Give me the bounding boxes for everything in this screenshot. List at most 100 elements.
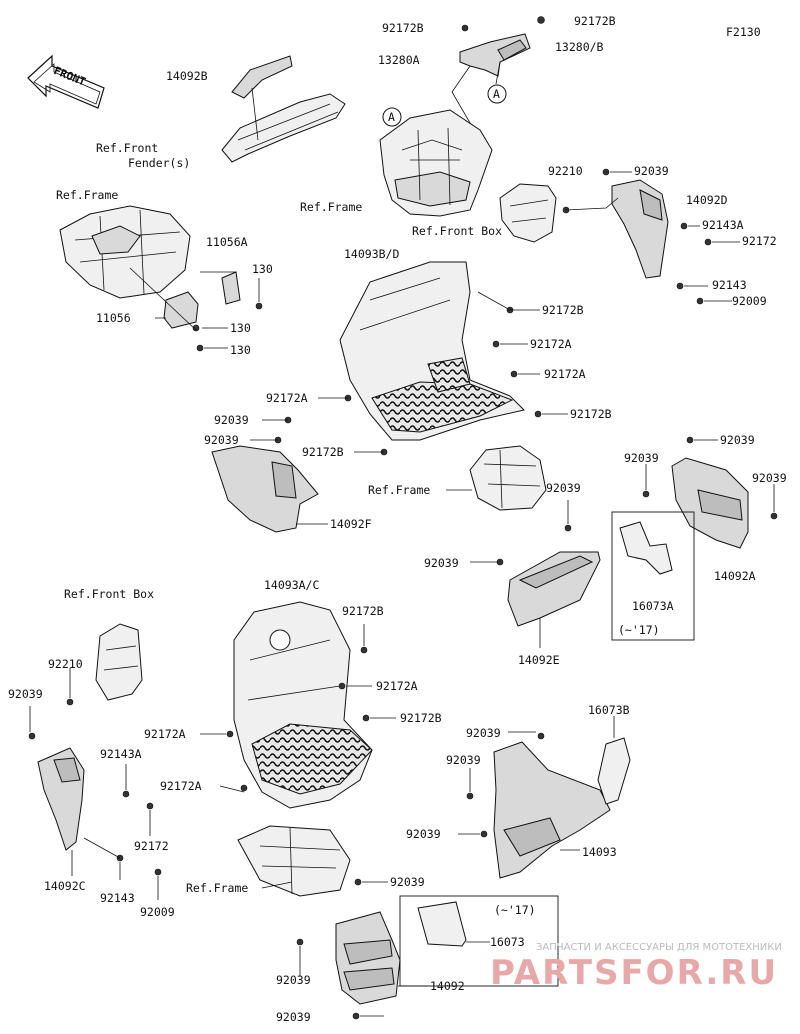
watermark-caption: ЗАПЧАСТИ И АКСЕССУАРЫ ДЛЯ МОТОТЕХНИКИ	[536, 942, 782, 953]
label-92172B-f: 92172B	[342, 604, 384, 618]
label-14092D: 14092D	[686, 193, 728, 207]
callout-a-top-letter: A	[493, 87, 500, 101]
label-ref-frame-left: Ref.Frame	[56, 188, 118, 202]
part-14093	[493, 741, 611, 879]
label-92172A-a: 92172A	[530, 337, 572, 351]
front-direction-badge: FRONT	[27, 54, 105, 109]
ref-front-box-left-drawing	[95, 623, 143, 701]
label-14092F: 14092F	[330, 517, 372, 531]
label-92172A-e: 92172A	[144, 727, 186, 741]
label-ref-front-box-left: Ref.Front Box	[64, 587, 154, 601]
variant-box-16073	[399, 895, 559, 987]
label-92143A-a: 92143A	[702, 218, 744, 232]
label-92210-a: 92210	[548, 164, 583, 178]
label-92172B-a: 92172B	[382, 21, 424, 35]
label-ref-front-fender: Ref.Front	[96, 141, 158, 155]
label-92039-h: 92039	[424, 556, 459, 570]
label-ref-front-fender-2: Fender(s)	[128, 156, 190, 170]
label-92039-g: 92039	[546, 481, 581, 495]
part-14093BD	[339, 261, 525, 441]
label-year-b: (~'17)	[494, 903, 536, 917]
label-92172A-d: 92172A	[376, 679, 418, 693]
label-92172B-c: 92172B	[542, 303, 584, 317]
label-16073B: 16073B	[588, 703, 630, 717]
label-16073A: 16073A	[632, 599, 674, 613]
label-92172B-e: 92172B	[302, 445, 344, 459]
label-130-b: 130	[230, 321, 251, 335]
label-92039-l: 92039	[406, 827, 441, 841]
label-92172B-g: 92172B	[400, 711, 442, 725]
label-130-c: 130	[230, 343, 251, 357]
label-92039-m: 92039	[390, 875, 425, 889]
label-92039-o: 92039	[276, 1010, 311, 1024]
label-14093A-C: 14093A/C	[264, 578, 319, 592]
label-92172-a: 92172	[742, 234, 777, 248]
callout-a-mid-letter: A	[388, 110, 395, 124]
label-92210-b: 92210	[48, 657, 83, 671]
callout-a-mid	[382, 107, 402, 127]
label-92172A-f: 92172A	[160, 779, 202, 793]
label-92039-f: 92039	[752, 471, 787, 485]
label-14092A: 14092A	[714, 569, 756, 583]
part-14092E	[507, 551, 601, 627]
ref-frame-top-drawing	[379, 109, 493, 217]
label-92172-b: 92172	[134, 839, 169, 853]
label-13280-B: 13280/B	[555, 40, 604, 54]
label-92009-b: 92009	[140, 905, 175, 919]
label-13280A: 13280A	[378, 53, 420, 67]
part-16073A	[619, 521, 673, 575]
label-14092: 14092	[430, 979, 465, 993]
part-14092	[335, 911, 401, 1005]
part-14092F	[211, 445, 319, 533]
label-92143-b: 92143	[100, 891, 135, 905]
label-92039-b: 92039	[214, 413, 249, 427]
ref-frame-bottom-drawing	[237, 825, 351, 897]
part-16073B	[597, 737, 631, 805]
label-14092B: 14092B	[166, 69, 208, 83]
label-92039-e: 92039	[624, 451, 659, 465]
watermark-brand: PARTSFOR.RU	[490, 953, 778, 993]
label-11056A: 11056A	[206, 235, 248, 249]
label-92039-j: 92039	[466, 726, 501, 740]
label-92143-a: 92143	[712, 278, 747, 292]
label-92039-a: 92039	[634, 164, 669, 178]
part-14093AC	[233, 601, 373, 809]
label-92009-a: 92009	[732, 294, 767, 308]
part-14092D	[611, 179, 669, 279]
label-130-a: 130	[252, 262, 273, 276]
part-13280-bracket	[459, 16, 545, 77]
part-16073	[417, 901, 467, 947]
part-11056A	[221, 271, 241, 305]
label-ref-front-box-right: Ref.Front Box	[412, 224, 502, 238]
label-14092E: 14092E	[518, 653, 560, 667]
label-92172B-b: 92172B	[574, 14, 616, 28]
label-16073: 16073	[490, 935, 525, 949]
label-92039-n: 92039	[276, 973, 311, 987]
label-ref-frame-top: Ref.Frame	[300, 200, 362, 214]
label-92172B-d: 92172B	[570, 407, 612, 421]
label-year-a: (~'17)	[618, 623, 660, 637]
part-14092A	[671, 457, 749, 549]
label-92143A-b: 92143A	[100, 747, 142, 761]
label-92039-i: 92039	[8, 687, 43, 701]
figure-code: F2130	[726, 25, 761, 39]
label-92172A-c: 92172A	[266, 391, 308, 405]
variant-box-16073A	[611, 511, 695, 641]
part-14092C	[37, 747, 85, 851]
label-ref-frame-bottom: Ref.Frame	[186, 881, 248, 895]
label-11056: 11056	[96, 311, 131, 325]
label-14093B-D: 14093B/D	[344, 247, 399, 261]
part-11056	[163, 291, 199, 329]
ref-frame-mid-drawing	[469, 445, 547, 511]
ref-frame-left-drawing	[59, 205, 191, 299]
label-92172A-b: 92172A	[544, 367, 586, 381]
label-14092C: 14092C	[44, 879, 86, 893]
ref-front-box-right-drawing	[499, 183, 557, 243]
label-92039-c: 92039	[204, 433, 239, 447]
label-92039-d: 92039	[720, 433, 755, 447]
label-14093: 14093	[582, 845, 617, 859]
part-14092B	[221, 55, 346, 163]
callout-a-top	[487, 84, 507, 104]
label-ref-frame-mid: Ref.Frame	[368, 483, 430, 497]
